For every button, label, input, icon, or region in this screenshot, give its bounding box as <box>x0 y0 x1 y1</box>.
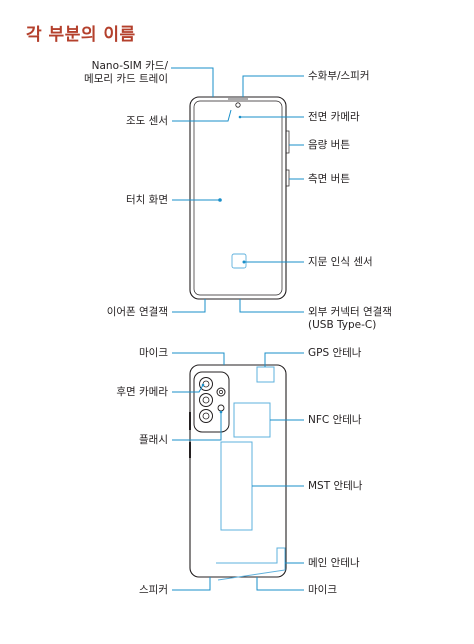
front-device-body <box>189 96 287 300</box>
label-sim-tray-line1: Nano-SIM 카드/ <box>91 60 168 72</box>
camera-module <box>193 371 230 433</box>
mst-antenna-area <box>220 441 253 531</box>
label-connector-line2: (USB Type-C) <box>308 319 377 331</box>
lens-2 <box>199 393 213 407</box>
label-earphone-jack: 이어폰 연결잭 <box>106 306 168 318</box>
front-leader-dots <box>218 115 246 264</box>
flash-shape <box>217 404 225 412</box>
label-receiver-speaker: 수화부/스피커 <box>308 70 370 82</box>
label-rear-camera: 후면 카메라 <box>116 386 168 398</box>
label-fingerprint-sensor: 지문 인식 센서 <box>308 256 373 268</box>
label-speaker: 스피커 <box>139 584 168 596</box>
label-mic-top: 마이크 <box>139 347 168 359</box>
leader-flash <box>172 412 222 441</box>
label-mic-bottom: 마이크 <box>308 584 337 596</box>
gps-antenna-area <box>256 366 275 383</box>
label-connector: 외부 커넥터 연결잭 (USB Type-C) <box>308 306 392 332</box>
fingerprint-sensor-area <box>231 253 247 269</box>
main-antenna-area <box>216 547 286 581</box>
nfc-antenna-area <box>233 402 271 438</box>
front-camera-hole <box>235 102 241 108</box>
leader-mic-bottom <box>256 577 304 591</box>
back-leader-lines <box>172 352 304 591</box>
leader-speaker <box>172 577 211 591</box>
label-front-camera: 전면 카메라 <box>308 111 360 123</box>
leader-receiver <box>242 75 304 97</box>
label-sim-tray-line2: 메모리 카드 트레이 <box>84 73 168 85</box>
front-device <box>189 96 290 300</box>
lens-4 <box>216 387 226 397</box>
side-button-shape <box>285 169 290 187</box>
label-nfc-antenna: NFC 안테나 <box>308 414 362 426</box>
label-volume-button: 음량 버튼 <box>308 139 350 151</box>
label-touch-screen: 터치 화면 <box>126 194 168 206</box>
back-device-body <box>189 364 287 578</box>
leader-connector <box>239 299 304 313</box>
label-connector-line1: 외부 커넥터 연결잭 <box>308 306 392 318</box>
back-leader-dots <box>201 383 223 414</box>
label-light-sensor: 조도 센서 <box>126 115 168 127</box>
label-sim-tray: Nano-SIM 카드/ 메모리 카드 트레이 <box>84 60 168 86</box>
label-mst-antenna: MST 안테나 <box>308 480 363 492</box>
lens-3 <box>199 409 213 423</box>
leader-rear-camera <box>172 384 204 393</box>
back-device <box>189 364 287 581</box>
leader-sim-tray <box>171 67 214 97</box>
leader-mic-top <box>172 352 225 365</box>
leader-light-sensor <box>172 109 232 122</box>
label-side-button: 측면 버튼 <box>308 173 350 185</box>
volume-button-shape <box>285 130 290 154</box>
lens-1 <box>199 377 213 391</box>
label-main-antenna: 메인 안테나 <box>308 557 360 569</box>
page-title: 각 부분의 이름 <box>26 25 136 45</box>
front-screen-frame <box>193 100 283 296</box>
front-leader-lines <box>171 67 304 313</box>
leader-earphone <box>172 299 206 313</box>
label-flash: 플래시 <box>139 434 168 446</box>
label-gps-antenna: GPS 안테나 <box>308 347 362 359</box>
leader-gps <box>264 352 304 367</box>
